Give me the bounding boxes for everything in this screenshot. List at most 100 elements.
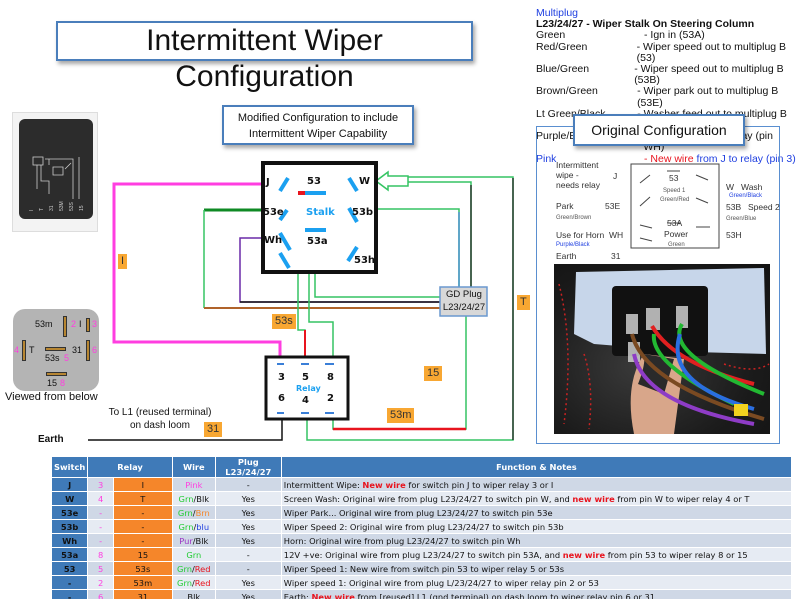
- wire-color-part: Grn: [178, 493, 194, 504]
- relay-box: [264, 355, 350, 421]
- wiring-diagram: [88, 161, 514, 441]
- legend-wire-color: Brown/Green: [536, 85, 598, 98]
- legend-row: Red/Green- Wiper speed out to multiplug …: [536, 40, 796, 64]
- cell-relay-number: 8: [87, 547, 114, 562]
- wire-color-part: /: [191, 577, 195, 588]
- header-plug: Plug L23/24/27: [214, 456, 282, 478]
- cell-relay-terminal: I: [112, 477, 173, 492]
- orig-speed1: Speed 1: [663, 188, 686, 194]
- pin-label-15: 15: [47, 378, 58, 388]
- stalk-pin-J: J: [266, 177, 270, 188]
- cell-relay-terminal: T: [112, 491, 173, 506]
- cell-switch: -: [50, 575, 89, 590]
- pin-blade-53m: [63, 316, 67, 337]
- stalk-label: Stalk: [306, 207, 335, 218]
- cell-relay-number: -: [87, 505, 114, 520]
- stalk-pin-53b: 53b: [352, 207, 374, 218]
- cell-relay-number: 2: [87, 575, 114, 590]
- cell-relay-terminal: 53m: [112, 575, 173, 590]
- cell-switch: 53a: [50, 547, 89, 562]
- pin-label-53s: 53s: [45, 353, 60, 363]
- orig-pin-31: 31: [611, 251, 621, 261]
- relay-pin-5: 5: [302, 372, 309, 383]
- note-fragment: Wiper Speed 1: New wire from switch pin …: [283, 563, 565, 574]
- pin-blade-53s: [45, 347, 66, 351]
- cell-wire: Pink: [171, 477, 216, 492]
- gd-plug-box: [439, 286, 488, 317]
- relay-photo-pin-label: 31: [49, 205, 55, 211]
- orig-wire-green-blue: Green/Blue: [726, 216, 757, 222]
- cell-wire: Grn/Brn: [171, 505, 216, 520]
- legend-wire-color: Green: [536, 29, 566, 42]
- stalk-pin-53a: 53a: [307, 236, 328, 247]
- header-relay: Relay: [87, 456, 173, 478]
- wire-tag-53s: 53s: [272, 314, 296, 329]
- cell-relay-number: 3: [87, 477, 114, 492]
- relay-photo-pin-label: 15: [79, 205, 85, 211]
- pin-label-31: 31: [72, 345, 83, 355]
- legend-subheading: L23/24/27 - Wiper Stalk On Steering Colu…: [536, 18, 755, 31]
- orig-power-wire: Green: [668, 242, 685, 248]
- wire-color-part: Grn: [177, 577, 192, 588]
- legend-wire-color: Red/Green: [536, 40, 588, 53]
- wire-green-black-W: [408, 181, 472, 288]
- pin-label-T: T: [29, 345, 35, 355]
- cell-plug: Yes: [214, 589, 282, 599]
- note-fragment: Wiper Speed 2: Original wire from plug L…: [283, 521, 564, 532]
- relay-pin-6: 6: [278, 393, 285, 404]
- note-fragment: New wire: [362, 479, 406, 490]
- wire-green-53a-to-relay-8: [308, 265, 334, 357]
- orig-pin-W: W: [726, 182, 735, 192]
- legend-wire-desc: - Wiper park out to multiplug B (53E): [637, 85, 779, 109]
- cell-plug: Yes: [214, 505, 282, 520]
- legend-row: Brown/Green - Wiper park out to multiplug…: [536, 85, 796, 109]
- wire-tag-31: 31: [204, 422, 223, 437]
- cell-plug: -: [214, 477, 282, 492]
- wire-color-part: Blk: [187, 591, 201, 599]
- earth-label: Earth: [38, 434, 64, 445]
- cell-plug: Yes: [214, 519, 282, 534]
- orig-pin-J: J: [613, 171, 618, 181]
- relay-photo-pin-label: T: [39, 208, 45, 211]
- orig-label-park: Park: [556, 201, 574, 211]
- wire-tag-I: I: [118, 254, 128, 269]
- cell-notes: Intermittent Wipe: New wire for switch p…: [280, 477, 793, 492]
- header-function-notes: Function & Notes: [280, 456, 793, 478]
- note-fragment: Intermittent Wipe:: [283, 479, 363, 490]
- wire-color-part: blu: [196, 521, 210, 532]
- cell-notes: Wiper Speed 1: New wire from switch pin …: [280, 561, 793, 576]
- pin-blade-15: [46, 372, 67, 376]
- cell-plug: Yes: [214, 533, 282, 548]
- cell-notes: Screen Wash: Original wire from plug L23…: [280, 491, 793, 506]
- legend-row-pink: Pink - New wire from J to relay (pin 3): [536, 152, 796, 165]
- modified-config-box: Modified Configuration to include Interm…: [222, 105, 414, 145]
- cell-relay-terminal: 53s: [112, 561, 173, 576]
- pin-blade-31: [86, 340, 90, 361]
- cell-notes: Earth: New wire from [reused] L1 (gnd te…: [280, 589, 793, 599]
- cell-relay-terminal: 15: [112, 547, 173, 562]
- cell-relay-number: -: [87, 519, 114, 534]
- header-switch: Switch: [50, 456, 89, 478]
- cell-wire: Grn/blu: [171, 519, 216, 534]
- cell-wire: Grn/Blk: [171, 491, 216, 506]
- orig-speed1-wire: Green/Red: [660, 197, 690, 203]
- legend-wire-color: Blue/Green: [536, 63, 590, 76]
- wire-pink-J-to-relay-3: [112, 182, 282, 357]
- wire-color-part: Grn: [177, 563, 192, 574]
- legend-wire-desc: - Wiper speed out to multiplug B (53B): [634, 63, 784, 87]
- cell-wire: Grn: [171, 547, 216, 562]
- pin-blade-T: [22, 340, 26, 361]
- wire-tag-T: T: [517, 295, 530, 310]
- pin-number-4: 4: [14, 345, 20, 355]
- pin-label-53m: 53m: [35, 319, 53, 329]
- stalk-pin-53: 53: [307, 176, 321, 187]
- cell-switch: W: [50, 491, 89, 506]
- orig-power: Power: [664, 229, 689, 239]
- pin-label-I: I: [79, 319, 82, 329]
- orig-pin-WH: WH: [609, 230, 624, 240]
- cell-notes: 12V +ve: Original wire from plug L23/24/…: [280, 547, 793, 562]
